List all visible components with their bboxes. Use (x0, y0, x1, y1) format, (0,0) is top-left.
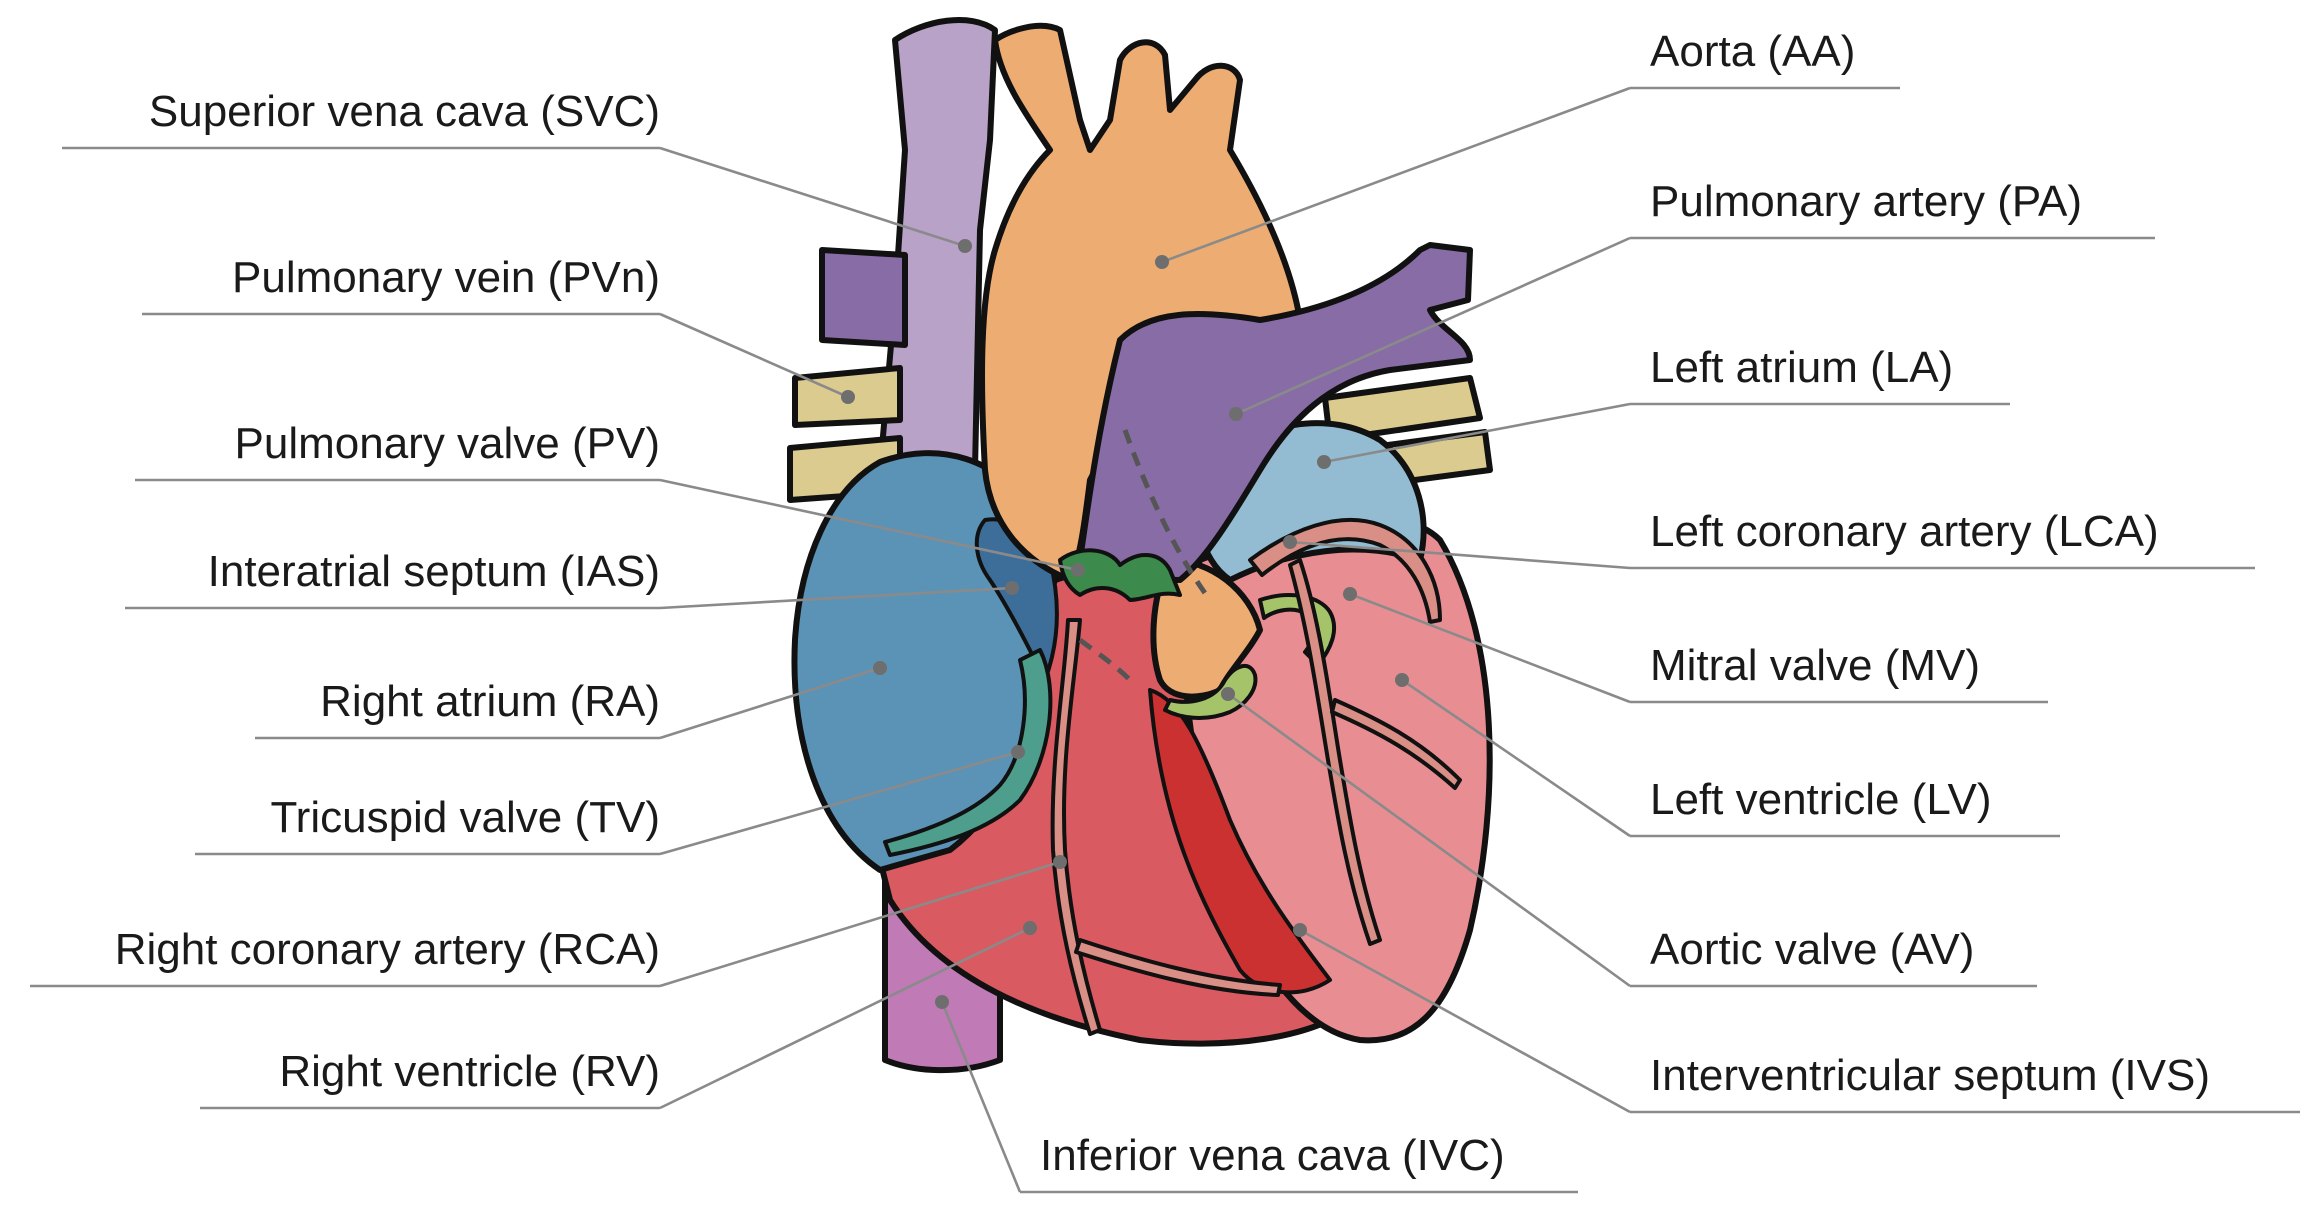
label-ivc: Inferior vena cava (IVC) (1040, 1131, 1505, 1180)
pointer-dot-ra (873, 661, 887, 675)
label-pa: Pulmonary artery (PA) (1650, 177, 2082, 226)
pointer-dot-la (1317, 455, 1331, 469)
leader-line-ivs (1299, 928, 1631, 1114)
interventricular-septum-shape (1148, 688, 1332, 995)
label-group-rv: Right ventricle (RV) (200, 921, 1037, 1110)
label-group-ra: Right atrium (RA) (255, 661, 887, 740)
label-lca: Left coronary artery (LCA) (1650, 507, 2159, 556)
pointer-dot-pv (1071, 563, 1085, 577)
leader-line-rv (659, 926, 1031, 1110)
pointer-dot-ivs (1293, 923, 1307, 937)
label-tv: Tricuspid valve (TV) (270, 793, 660, 842)
label-group-svc: Superior vena cava (SVC) (62, 87, 972, 253)
leader-line-svc (659, 146, 966, 248)
label-av: Aortic valve (AV) (1650, 925, 1974, 974)
left-coronary-branch-1 (1288, 558, 1382, 946)
pulmonary-valve-shape (1058, 548, 1182, 602)
pointer-dot-ivc (935, 995, 949, 1009)
leader-line-pv (659, 478, 1079, 572)
leader-line-lca (1289, 540, 1631, 570)
label-mv: Mitral valve (MV) (1650, 641, 1980, 690)
pointer-dot-lv (1395, 673, 1409, 687)
pointer-dot-tv (1011, 745, 1025, 759)
label-group-la: Left atrium (LA) (1317, 343, 2010, 469)
label-la: Left atrium (LA) (1650, 343, 1953, 392)
leader-line-la (1323, 402, 1631, 464)
septum-dashed-line-2 (1078, 637, 1132, 682)
label-group-pv: Pulmonary valve (PV) (135, 419, 1085, 577)
leader-line-ias (659, 586, 1013, 610)
leader-line-rca (659, 860, 1061, 988)
label-svc: Superior vena cava (SVC) (149, 87, 660, 136)
label-group-pvn: Pulmonary vein (PVn) (142, 253, 855, 404)
pointer-dot-svc (958, 239, 972, 253)
leader-line-tv (659, 750, 1019, 856)
label-aa: Aorta (AA) (1650, 27, 1855, 76)
label-rca: Right coronary artery (RCA) (115, 925, 660, 974)
leader-line-av (1227, 692, 1631, 988)
label-group-ias: Interatrial septum (IAS) (125, 547, 1019, 610)
pointer-dot-lca (1283, 535, 1297, 549)
label-pv: Pulmonary valve (PV) (235, 419, 660, 468)
leader-line-lv (1401, 678, 1631, 838)
label-group-rca: Right coronary artery (RCA) (30, 855, 1067, 988)
aortic-valve-shape (1163, 664, 1258, 720)
leader-line-ivc (940, 1001, 1022, 1193)
pointer-dot-av (1221, 687, 1235, 701)
label-group-lca: Left coronary artery (LCA) (1283, 507, 2255, 570)
leader-line-pa (1235, 236, 1631, 416)
leader-line-aa (1161, 86, 1631, 264)
pointer-dot-pa (1229, 407, 1243, 421)
label-group-ivs: Interventricular septum (IVS) (1293, 923, 2300, 1114)
label-layer: Superior vena cava (SVC) Pulmonary vein (… (30, 27, 2300, 1194)
pointer-dot-aa (1155, 255, 1169, 269)
right-coronary-branch (1074, 938, 1282, 997)
pointer-dot-rca (1053, 855, 1067, 869)
label-ivs: Interventricular septum (IVS) (1650, 1051, 2210, 1100)
pointer-dot-ias (1005, 581, 1019, 595)
septum-dashed-line (1122, 429, 1213, 602)
pointer-dot-pvn (841, 390, 855, 404)
heart-illustration (787, 17, 1493, 1074)
label-ra: Right atrium (RA) (320, 677, 660, 726)
label-group-ivc: Inferior vena cava (IVC) (935, 995, 1578, 1194)
label-rv: Right ventricle (RV) (279, 1047, 660, 1096)
left-coronary-branch-2 (1330, 698, 1462, 790)
label-ias: Interatrial septum (IAS) (208, 547, 660, 596)
label-group-aa: Aorta (AA) (1155, 27, 1900, 269)
label-group-mv: Mitral valve (MV) (1343, 587, 2048, 704)
left-coronary-artery-shape (1248, 517, 1442, 624)
label-group-pa: Pulmonary artery (PA) (1229, 177, 2155, 421)
pointer-dot-mv (1343, 587, 1357, 601)
right-coronary-artery-shape (1050, 618, 1102, 1036)
label-lv: Left ventricle (LV) (1650, 775, 1992, 824)
leader-line-pvn (659, 312, 849, 399)
label-pvn: Pulmonary vein (PVn) (232, 253, 660, 302)
label-group-tv: Tricuspid valve (TV) (195, 745, 1025, 856)
leader-line-ra (659, 666, 881, 740)
label-group-av: Aortic valve (AV) (1221, 687, 2037, 988)
right-pulmonary-branch-shape (819, 247, 908, 348)
label-group-lv: Left ventricle (LV) (1395, 673, 2060, 838)
pointer-dot-rv (1023, 921, 1037, 935)
leader-line-mv (1349, 592, 1631, 704)
